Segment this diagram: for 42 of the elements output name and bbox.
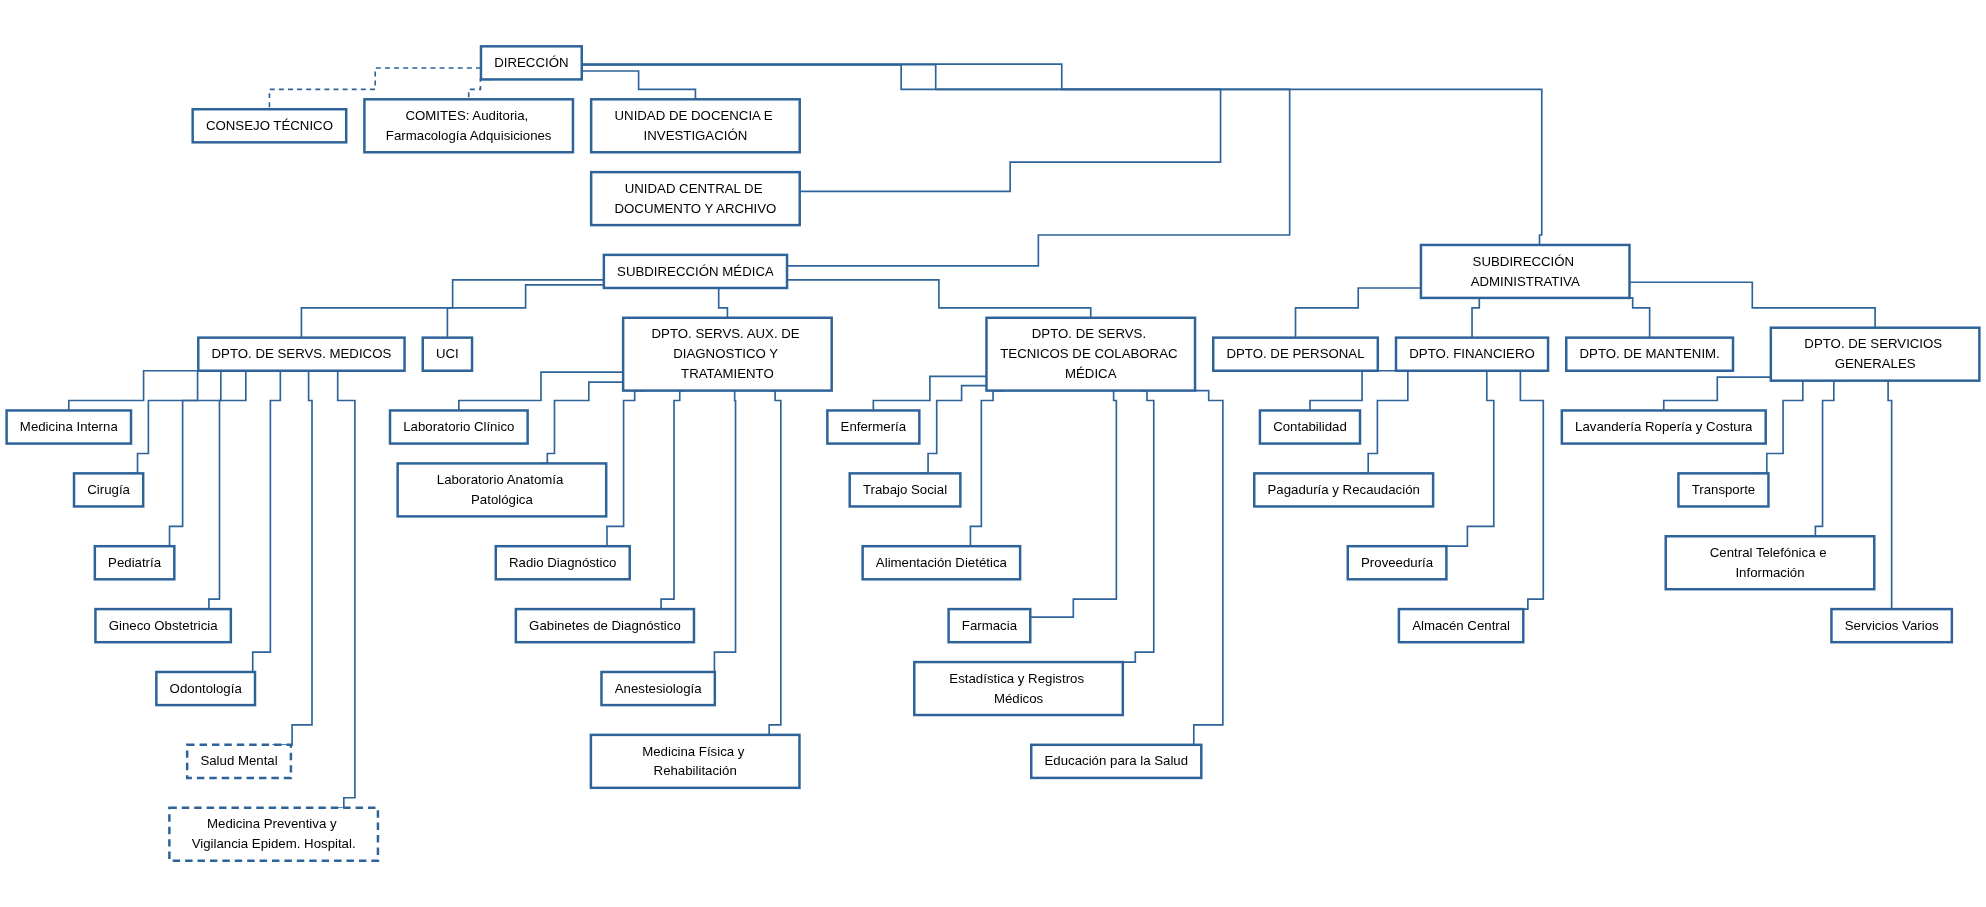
node-box (1664, 535, 1876, 591)
node-box (93, 544, 176, 581)
node-box (1397, 607, 1525, 644)
node-box (1560, 409, 1767, 445)
node-box (1394, 336, 1550, 372)
node-box (479, 45, 583, 81)
node-box (589, 733, 801, 790)
node-box (1419, 243, 1631, 300)
node-box (600, 670, 717, 707)
node-box (861, 544, 1022, 581)
node-box (388, 409, 529, 445)
node-box (396, 462, 608, 518)
node-box (589, 170, 801, 227)
node-box (621, 316, 833, 392)
node-box (985, 316, 1197, 392)
node-box (1677, 472, 1770, 508)
node-box (5, 409, 133, 445)
node-box (913, 660, 1125, 717)
node-box (72, 472, 145, 508)
node-box (185, 743, 293, 780)
node-box (155, 670, 257, 707)
node-box (363, 98, 575, 154)
node-box (514, 607, 696, 644)
node-box (94, 607, 233, 644)
node-box (602, 253, 789, 290)
node-box (848, 472, 962, 508)
node-box (1253, 472, 1435, 508)
node-box (1565, 336, 1735, 372)
node-box (494, 544, 631, 581)
node-box (421, 336, 474, 372)
node-box (947, 607, 1032, 644)
node-box (168, 806, 380, 862)
node-box (1346, 544, 1448, 581)
node-box (1030, 743, 1203, 780)
node-box (197, 336, 406, 372)
node-box (589, 98, 801, 154)
node-box (1258, 409, 1362, 445)
node-box (191, 108, 348, 144)
node-box (1212, 336, 1380, 372)
node-box (1769, 326, 1981, 382)
node-box (826, 409, 921, 445)
node-box (1830, 607, 1954, 644)
